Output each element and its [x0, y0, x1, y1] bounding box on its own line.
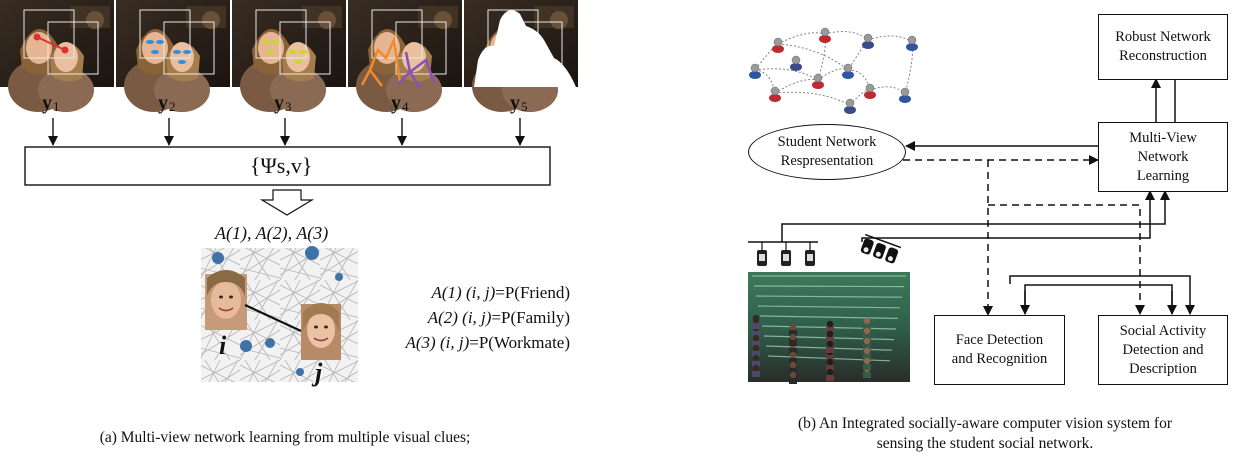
psi-label: {Ψs,v}: [250, 153, 313, 178]
face-detection-box: Face Detection and Recognition: [934, 315, 1065, 385]
graph-node: [265, 338, 275, 348]
person-node: [812, 73, 824, 89]
caption-b: (b) An Integrated socially-aware compute…: [797, 415, 1173, 452]
frame-label-3: y3: [274, 92, 292, 114]
lecture-hall-photo: [748, 272, 910, 384]
person-node: [819, 27, 831, 43]
video-frames: [0, 0, 578, 112]
graph-node: [240, 340, 252, 352]
frame-label-5: y5: [510, 92, 528, 114]
caption-a: (a) Multi-view network learning from mul…: [99, 429, 471, 446]
frame-arrows: [48, 118, 525, 146]
video-frame: [0, 0, 114, 112]
student-network-representation-ellipse: Student Network Respresentation: [748, 124, 906, 180]
social-activity-box: Social Activity Detection and Descriptio…: [1098, 315, 1228, 385]
person-node: [769, 86, 781, 102]
frame-label-4: y4: [391, 92, 409, 114]
node-label-i: i: [219, 331, 227, 360]
down-arrow-icon: [259, 189, 315, 216]
flow-connectors: [781, 70, 1195, 316]
camera-icon: [757, 242, 767, 266]
person-node: [772, 37, 784, 53]
multi-view-network-learning-box: Multi-View Network Learning: [1098, 122, 1228, 192]
adjacency-header: A(1), A(2), A(3): [215, 223, 329, 243]
person-node: [862, 33, 874, 49]
video-frame: [232, 0, 346, 112]
graph-node: [296, 368, 304, 376]
camera-icon: [805, 242, 815, 266]
graph-node: [335, 273, 343, 281]
camera-icon: [748, 241, 818, 266]
video-frame: [348, 0, 462, 112]
relation-workmate: A(3) (i, j)=P(Workmate): [405, 333, 571, 352]
student-network-icon: [749, 27, 918, 114]
network-graph-image: [201, 246, 358, 382]
node-label-j: j: [315, 358, 323, 387]
person-node: [842, 63, 854, 79]
camera-icon: [781, 242, 791, 266]
video-frame: [116, 0, 230, 112]
relation-family: A(2) (i, j)=P(Family): [427, 308, 570, 327]
psi-box: [24, 146, 551, 186]
person-node: [906, 35, 918, 51]
person-node: [899, 87, 911, 103]
frame-label-1: y1: [42, 92, 60, 114]
robust-network-reconstruction-box: Robust Network Reconstruction: [1098, 14, 1228, 80]
ceiling-camera-icon: [860, 233, 902, 264]
relation-friend: A(1) (i, j)=P(Friend): [431, 283, 571, 302]
person-node: [790, 55, 802, 71]
graph-node: [305, 246, 319, 260]
graph-node: [212, 252, 224, 264]
person-node: [844, 98, 856, 114]
frame-label-2: y2: [158, 92, 176, 114]
person-node: [749, 63, 761, 79]
video-frame: [464, 0, 578, 112]
person-node: [864, 83, 876, 99]
